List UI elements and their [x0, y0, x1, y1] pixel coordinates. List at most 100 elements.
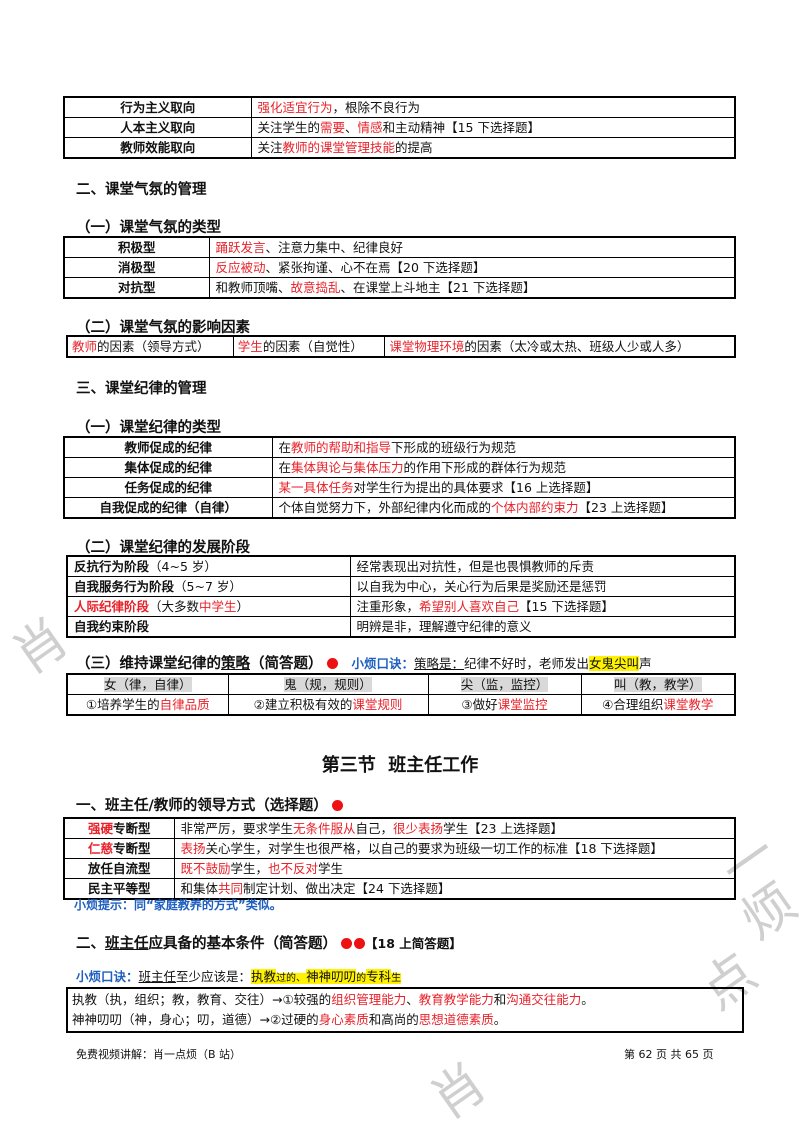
text-span: 、在课堂上斗地主【21 下选择题】 [340, 280, 536, 295]
highlight-text: 很少表扬 [393, 821, 444, 836]
page-number: 第 62 页 共 65 页 [624, 1048, 714, 1061]
row-description: 在教师的帮助和指导下形成的班级行为规范 [271, 436, 736, 458]
conditions-line: 执教（执，组织；教，教育、交往）→①较强的组织管理能力、教育教学能力和沟通交往能… [72, 990, 738, 1010]
text-span: ，根除不良行为 [332, 100, 421, 115]
mnemonic-text: 纪律不好时，老师发出 [464, 656, 590, 671]
text-span: 关注 [257, 140, 283, 155]
text-span: 关注学生的 [257, 120, 321, 135]
highlight-text: 教育教学能力 [418, 992, 494, 1007]
strategy-cell: ②建立积极有效的课堂规则 [227, 694, 429, 716]
text-span: 、紧张拘谨、心不在焉【20 下选择题】 [265, 260, 486, 275]
highlight-text: 某一具体任务 [278, 480, 354, 495]
text-span: 的作用下形成的群体行为规范 [403, 460, 567, 475]
strategy-title: （三）维持课堂纪律的 [76, 656, 221, 672]
text-span: 。 [581, 992, 594, 1007]
text-span: 自我约束阶段 [74, 619, 150, 634]
text-span: 关心学生，对学生也很严格，以自己的要求为班级一切工作的标准【18 下选择题】 [205, 841, 663, 856]
row-label: 教师效能取向 [63, 137, 252, 159]
table-row: 仁慈专断型表扬关心学生，对学生也很严格，以自己的要求为班级一切工作的标准【18 … [63, 838, 736, 859]
highlight-text: 教师 [72, 339, 98, 354]
text-span: 执教（执，组织；教，教育、交往）→①较强的 [72, 992, 332, 1007]
row-label: 自我约束阶段 [66, 616, 351, 638]
row-description: 以自我为中心，关心行为后果是奖励还是惩罚 [349, 576, 736, 597]
table-row: 教师促成的纪律在教师的帮助和指导下形成的班级行为规范 [63, 436, 736, 458]
row-label: 教师促成的纪律 [63, 436, 273, 458]
importance-dot-icon [326, 658, 338, 669]
footer-left: 免费视频讲解：肖一点烦（B 站） [76, 1048, 242, 1061]
mnemonic-underlined: 班主任 [138, 969, 177, 984]
text-span: ③做好 [461, 697, 498, 712]
strategy-title-keyword: 策略 [221, 656, 250, 672]
text-span: 学生， [230, 861, 269, 876]
section-title: 三、课堂纪律的管理 [76, 381, 207, 397]
text-span: 和 [493, 992, 507, 1007]
highlight-text: 课堂规则 [352, 697, 403, 712]
text-span: 下形成的班级行为规范 [391, 440, 517, 455]
text-span: 在 [278, 440, 292, 455]
exam-tag: 【18 上简答题】 [365, 936, 462, 951]
strategy-header-text: 女（律，自律） [103, 677, 192, 692]
importance-dot-icon [341, 938, 352, 949]
highlight-text: 强硬 [87, 821, 113, 836]
strategy-cell: ④合理组织课堂教学 [580, 694, 736, 716]
table-row: 人际纪律阶段（大多数中学生）注重形象，希望别人喜欢自己【15 下选择题】 [66, 596, 736, 617]
row-label: 仁慈专断型 [63, 838, 175, 859]
text-span: （4~5 岁） [149, 559, 217, 574]
table-row: 自我服务行为阶段（5~7 岁） 以自我为中心，关心行为后果是奖励还是惩罚 [66, 576, 736, 597]
teacher-conditions-heading: 二、班主任应具备的基本条件（简答题）【18 上简答题】 [76, 932, 462, 953]
highlight-text: 强化适宜行为 [257, 100, 333, 115]
row-label: 消极型 [63, 257, 210, 278]
row-label: 自我服务行为阶段（5~7 岁） [66, 576, 351, 597]
strategy-heading: （三）维持课堂纪律的策略（简答题） 小烦口诀：策略是：纪律不好时，老师发出女鬼尖… [76, 652, 652, 673]
row-label: 强硬专断型 [63, 817, 175, 839]
table-row: 自我约束阶段明辨是非，理解遵守纪律的意义 [66, 616, 736, 638]
highlight-text: 需要 [320, 120, 346, 135]
text-span: 专断型 [113, 821, 151, 836]
table-row: 强硬专断型非常严厉，要求学生无条件服从自己，很少表扬学生【23 上选择题】 [63, 817, 736, 839]
strategy-header-cell: 尖（监，监控） [427, 673, 582, 695]
highlight-text: 既不鼓励 [180, 861, 231, 876]
strategy-header-cell: 鬼（规，规则） [227, 673, 429, 695]
discipline-stages-table: 反抗行为阶段（4~5 岁）经常表现出对抗性，但是也畏惧教师的斥责自我服务行为阶段… [66, 555, 736, 638]
row-description: 关注学生的需要、情感和主动精神【15 下选择题】 [250, 117, 736, 138]
subsection-title: （二）课堂气氛的影响因素 [76, 320, 250, 336]
section-title: 二、课堂气氛的管理 [76, 182, 207, 198]
text-span: 反抗行为阶段 [74, 559, 150, 574]
mnemonic-highlight: 执教 [251, 969, 277, 984]
table-row: 任务促成的纪律某一具体任务对学生行为提出的具体要求【16 上选择题】 [63, 477, 736, 498]
text-span: 制定计划、做出决定【24 下选择题】 [243, 881, 451, 896]
leadership-table: 强硬专断型非常严厉，要求学生无条件服从自己，很少表扬学生【23 上选择题】仁慈专… [63, 817, 736, 900]
section-title-prefix: 二、 [76, 936, 105, 952]
mnemonic-text: 至少应该是： [176, 969, 252, 984]
row-label: 任务促成的纪律 [63, 477, 273, 498]
highlight-text: 无条件服从 [293, 821, 356, 836]
text-span: ②建立积极有效的 [253, 697, 353, 712]
row-description: 和教师顶嘴、故意捣乱、在课堂上斗地主【21 下选择题】 [208, 277, 736, 299]
text-span: 和高尚的 [368, 1012, 419, 1027]
row-description: 表扬关心学生，对学生也很严格，以自己的要求为班级一切工作的标准【18 下选择题】 [173, 838, 736, 859]
row-label: 行为主义取向 [63, 96, 252, 118]
text-span: 民主平等型 [87, 881, 151, 896]
text-span: 、 [345, 120, 358, 135]
section-title: 一、班主任/教师的领导方式（选择题） [76, 798, 328, 814]
factor-cell: 学生的因素（自觉性） [232, 335, 386, 358]
text-span: 以自我为中心，关心行为后果是奖励还是惩罚 [356, 579, 607, 594]
highlight-text: 反应被动 [215, 260, 266, 275]
highlight-text: 故意捣乱 [290, 280, 341, 295]
text-span: 注重形象， [356, 599, 420, 614]
highlight-text: 人际纪律阶段 [74, 599, 150, 614]
highlight-text: 课堂物理环境 [389, 339, 465, 354]
leadership-heading: 一、班主任/教师的领导方式（选择题） [76, 794, 343, 815]
highlight-text: 表扬 [180, 841, 206, 856]
table-row: 民主平等型和集体共同制定计划、做出决定【24 下选择题】 [63, 878, 736, 900]
row-label: 自我促成的纪律（自律） [63, 497, 273, 519]
row-label: 人本主义取向 [63, 117, 252, 138]
strategy-header-text: 鬼（规，规则） [284, 677, 372, 692]
table-row: 集体促成的纪律在集体舆论与集体压力的作用下形成的群体行为规范 [63, 457, 736, 478]
row-description: 在集体舆论与集体压力的作用下形成的群体行为规范 [271, 457, 736, 478]
table-row: 反抗行为阶段（4~5 岁）经常表现出对抗性，但是也畏惧教师的斥责 [66, 555, 736, 577]
importance-dot-icon [331, 800, 343, 811]
mnemonic-highlight: 神神叨叨 [306, 969, 357, 984]
highlight-text: 学生 [237, 339, 263, 354]
highlight-text: 集体舆论与集体压力 [291, 460, 404, 475]
